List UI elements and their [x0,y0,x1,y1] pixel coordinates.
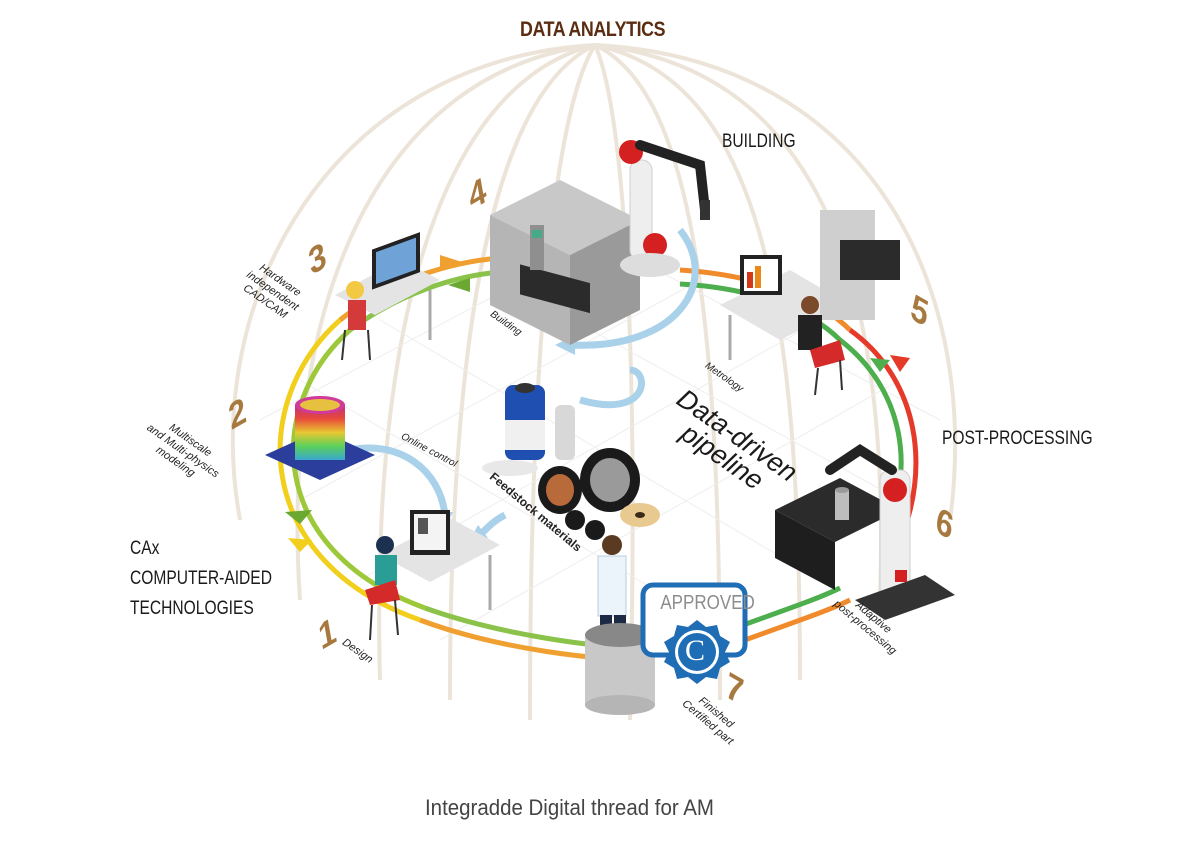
arrow-orange-icon [440,255,462,270]
robot-arm [619,140,710,277]
metrology-workstation [720,210,900,396]
post-processing-section-label: POST-PROCESSING [942,428,1093,449]
ring-direction-arrows [285,255,910,552]
certified-part [585,535,655,715]
data-analytics-title: DATA ANALYTICS [520,18,666,41]
simulation-model [265,396,375,480]
building-machine [490,180,640,345]
feedstock-materials [482,383,660,540]
arrow-green-icon [870,358,890,372]
cax-label-line3: TECHNOLOGIES [130,598,254,619]
building-section-label: BUILDING [722,131,796,152]
approved-badge-text: APPROVED [660,592,755,614]
approved-badge [640,582,748,684]
cad-cam-workstation [335,232,440,361]
arrow-green-icon [448,278,470,292]
design-workstation [365,510,500,641]
flow-arrows [349,227,699,538]
cax-label-line2: COMPUTER-AIDED [130,568,272,589]
arrow-red-icon [890,355,910,372]
diagram-caption: Integradde Digital thread for AM [425,795,714,820]
cax-label-line1: CAx [130,538,160,559]
post-processing-cell [775,444,955,620]
arrow-green-icon [285,510,312,524]
arrow-yellow-icon [288,538,312,552]
certificate-c-icon: C [685,634,706,667]
